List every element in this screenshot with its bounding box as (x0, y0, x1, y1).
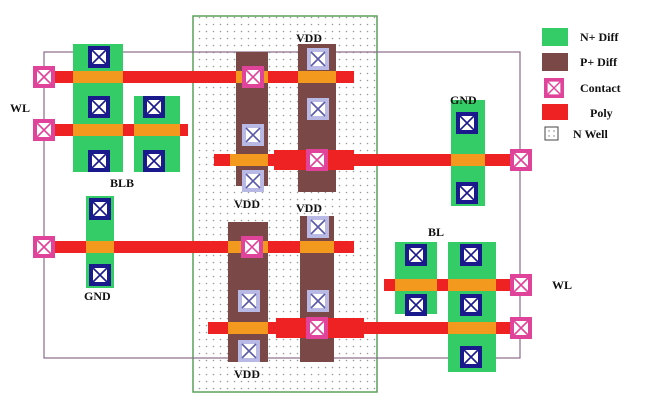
contact-poly-icon (33, 236, 55, 258)
contact-p-icon (307, 98, 329, 120)
contact-n-icon (88, 46, 110, 68)
legend-n-diff-label: N+ Diff (580, 30, 620, 44)
contact-n-icon (89, 198, 111, 220)
contact-poly-icon (33, 66, 55, 88)
contact-poly-icon (242, 66, 264, 88)
label-vdd-top: VDD (296, 31, 322, 45)
legend-n-well-swatch (544, 126, 559, 141)
legend-contact-label: Contact (580, 81, 621, 95)
contact-p-icon (307, 48, 329, 70)
contact-n-icon (89, 264, 111, 286)
contact-p-icon (242, 170, 264, 192)
label-blb: BLB (110, 176, 134, 190)
legend-n-diff-swatch (542, 28, 568, 46)
label-bl: BL (428, 225, 444, 239)
contact-n-icon (405, 294, 427, 316)
legend-poly-swatch (542, 104, 568, 120)
label-vdd-bottom: VDD (234, 367, 260, 381)
label-wl-right: WL (552, 278, 572, 292)
contact-n-icon (460, 346, 482, 368)
contact-poly-icon (241, 236, 263, 258)
node-labels: WL WL BLB BL GND GND VDD VDD VDD VDD (10, 31, 572, 381)
contact-poly-icon (33, 119, 55, 141)
contact-n-icon (143, 150, 165, 172)
label-vdd-mid-right: VDD (296, 201, 322, 215)
legend-p-diff-swatch (542, 53, 568, 71)
legend: N+ Diff P+ Diff Contact Poly N Well (542, 28, 621, 141)
contact-n-icon (88, 96, 110, 118)
contact-n-icon (456, 112, 478, 134)
label-gnd-bottom: GND (84, 289, 111, 303)
cell-boundary (43, 51, 521, 359)
contact-n-icon (405, 244, 427, 266)
contact-n-icon (460, 244, 482, 266)
label-gnd-top: GND (450, 93, 477, 107)
contact-p-icon (238, 340, 260, 362)
contact-p-icon (238, 290, 260, 312)
legend-contact-icon (544, 78, 564, 98)
label-vdd-mid-left: VDD (234, 197, 260, 211)
contact-poly-icon (510, 317, 532, 339)
contact-poly-icon (306, 149, 328, 171)
contact-p-icon (307, 290, 329, 312)
gate-overlap-layer (73, 71, 496, 334)
contact-poly-icon (510, 149, 532, 171)
legend-n-well-label: N Well (573, 127, 608, 141)
contact-n-icon (460, 294, 482, 316)
legend-p-diff-label: P+ Diff (580, 55, 618, 69)
contact-n-icon (88, 150, 110, 172)
contact-p-icon (242, 124, 264, 146)
label-wl-left: WL (10, 101, 30, 115)
contact-p-icon (307, 216, 329, 238)
contact-poly-icon (306, 317, 328, 339)
contact-poly-icon (510, 274, 532, 296)
legend-poly-label: Poly (590, 106, 613, 120)
contact-n-icon (143, 96, 165, 118)
contact-n-icon (456, 182, 478, 204)
